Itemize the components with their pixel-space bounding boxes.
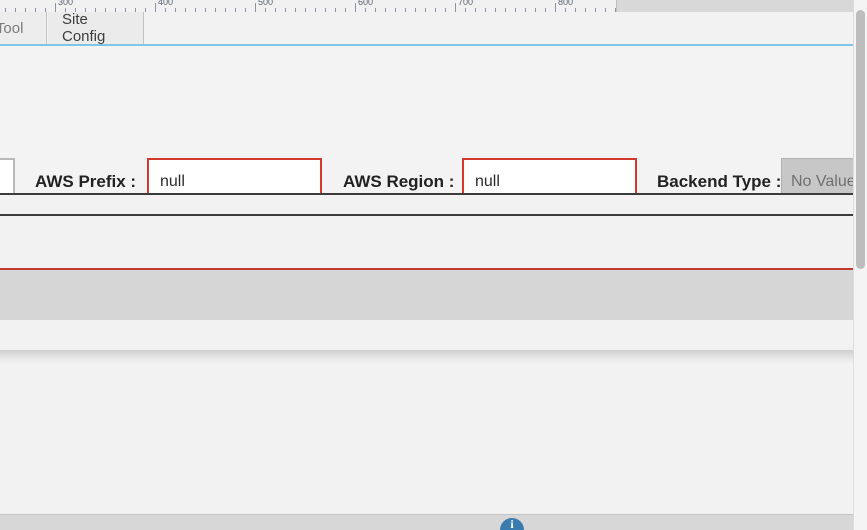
info-badge-icon[interactable]: i (500, 518, 524, 530)
ruler-tick-minor (575, 8, 576, 12)
ruler-tick-minor (445, 8, 446, 12)
ruler-tick-minor (245, 8, 246, 12)
ruler-tick-minor (515, 8, 516, 12)
ruler-tick-minor (405, 8, 406, 12)
ruler-tick-minor (585, 8, 586, 12)
ruler-tick-major (355, 3, 356, 12)
ruler-tick-minor (95, 8, 96, 12)
ruler-tick-minor (185, 8, 186, 12)
ruler-tick-minor (475, 8, 476, 12)
section-band-lower (0, 216, 853, 268)
ruler-tick-minor (145, 8, 146, 12)
ruler-tick-minor (15, 8, 16, 12)
ruler-tick-minor (545, 8, 546, 12)
ruler-tick-minor (485, 8, 486, 12)
ruler-tick-minor (45, 8, 46, 12)
ruler-tick-minor (535, 8, 536, 12)
site-config-form-panel: AWS Prefix : null AWS Region : null Back… (0, 46, 867, 206)
ruler-label: 300 (58, 0, 74, 7)
field-row-backend-type: Backend Type : (657, 158, 867, 206)
ruler-label: 400 (158, 0, 174, 7)
lower-strip (0, 320, 853, 351)
ruler-tick-minor (375, 8, 376, 12)
ruler-label: 600 (358, 0, 374, 7)
ruler-tick-major (155, 3, 156, 12)
ruler-tick-minor (315, 8, 316, 12)
section-separator-bottom (0, 214, 853, 216)
ruler-tick-major (455, 3, 456, 12)
ruler-tick-minor (265, 8, 266, 12)
section-separator-top (0, 193, 853, 195)
ruler-tick-minor (425, 8, 426, 12)
ruler-tick-minor (65, 8, 66, 12)
ruler-tick-minor (435, 8, 436, 12)
ruler-tick-minor (525, 8, 526, 12)
tab-site-config-label: Site Config (62, 11, 106, 45)
ruler-tick-minor (195, 8, 196, 12)
ruler-tick-minor (325, 8, 326, 12)
ruler-tick-minor (335, 8, 336, 12)
ruler-tick-minor (285, 8, 286, 12)
ruler-tick-minor (295, 8, 296, 12)
content-drop-shadow (0, 350, 867, 364)
aws-prefix-label: AWS Prefix : (35, 172, 137, 191)
ruler-tick-minor (395, 8, 396, 12)
backend-type-select-value: No Value (791, 173, 856, 190)
ruler-tick-major (255, 3, 256, 12)
tab-deploy-tool[interactable]: y Tool (0, 12, 47, 44)
ruler-tick-minor (35, 8, 36, 12)
tab-bar-filler (145, 12, 867, 44)
aws-region-label: AWS Region : (343, 172, 455, 191)
info-badge-glyph: i (510, 517, 514, 530)
aws-region-input-value: null (475, 173, 500, 190)
ruler-tick-minor (345, 8, 346, 12)
ruler-tick-minor (105, 8, 106, 12)
tab-site-config[interactable]: Site Config (48, 11, 144, 45)
ruler-tick-minor (365, 8, 366, 12)
ruler-tick-minor (465, 8, 466, 12)
ruler-tick-minor (175, 8, 176, 12)
ruler-inactive-region (616, 0, 867, 12)
ruler-tick-minor (385, 8, 386, 12)
error-separator-line (0, 268, 853, 270)
tab-active-underline (0, 44, 867, 46)
ruler-tick-minor (75, 8, 76, 12)
ruler-tick-minor (505, 8, 506, 12)
section-band-middle (0, 195, 853, 214)
ruler-tick-minor (565, 8, 566, 12)
ruler-tick-minor (275, 8, 276, 12)
ruler-label: 500 (258, 0, 274, 7)
ruler-label: 800 (558, 0, 574, 7)
ruler-tick-minor (165, 8, 166, 12)
tab-deploy-tool-label: y Tool (0, 19, 24, 37)
horizontal-ruler: 300 400 500 600 700 800 (0, 0, 867, 13)
ruler-tick-minor (415, 8, 416, 12)
ruler-tick-minor (595, 8, 596, 12)
ruler-tick-major (55, 3, 56, 12)
ruler-tick-minor (5, 8, 6, 12)
backend-type-label: Backend Type : (657, 172, 782, 191)
ruler-tick-minor (125, 8, 126, 12)
ruler-tick-minor (115, 8, 116, 12)
ruler-tick-minor (205, 8, 206, 12)
ruler-tick-minor (225, 8, 226, 12)
bottom-dock (0, 514, 867, 530)
ruler-tick-minor (495, 8, 496, 12)
lower-content-area (0, 363, 867, 514)
ruler-tick-major (555, 3, 556, 12)
ruler-tick-minor (85, 8, 86, 12)
toolbar-band (0, 270, 853, 320)
ruler-tick-minor (615, 8, 616, 12)
ruler-label: 700 (458, 0, 474, 7)
ruler-tick-minor (135, 8, 136, 12)
aws-prefix-input-value: null (160, 173, 185, 190)
ruler-tick-minor (235, 8, 236, 12)
ruler-tick-minor (305, 8, 306, 12)
ruler-tick-minor (605, 8, 606, 12)
ruler-tick-minor (25, 8, 26, 12)
ruler-tick-minor (215, 8, 216, 12)
tab-bar: y Tool Site Config (0, 11, 867, 45)
vertical-scrollbar-thumb[interactable] (856, 10, 865, 269)
